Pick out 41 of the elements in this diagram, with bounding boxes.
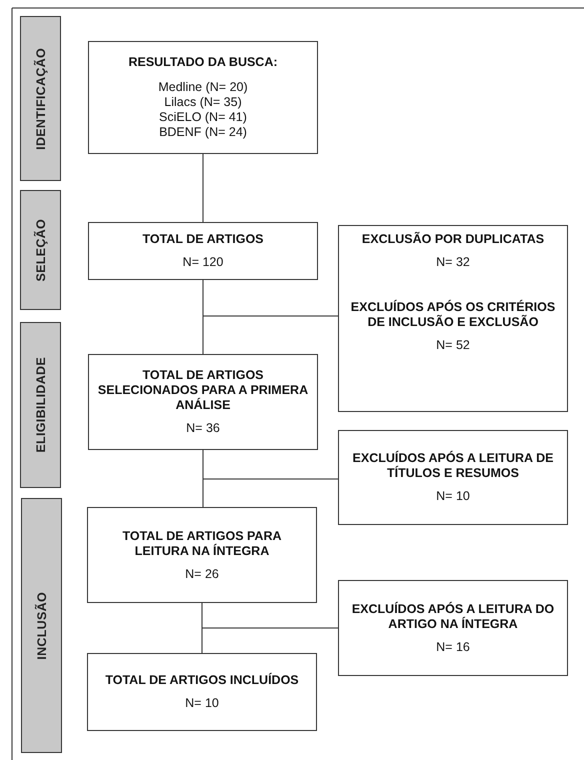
count-text: N= 52: [436, 338, 470, 353]
box-heading: TOTAL DE ARTIGOS INCLUÍDOS: [105, 673, 299, 688]
count-text: N= 10: [436, 489, 470, 504]
count-text: N= 16: [436, 640, 470, 654]
phase-label: SELEÇÃO: [34, 218, 48, 282]
box-heading: TOTAL DE ARTIGOS: [142, 232, 264, 247]
count-text: N= 36: [186, 421, 220, 436]
process-box: [87, 507, 317, 603]
process-box: [338, 430, 568, 525]
connector-line: [202, 154, 204, 222]
count-text: N= 120: [182, 255, 224, 270]
process-box: [88, 222, 318, 280]
database-count: BDENF (N= 24): [159, 125, 247, 140]
process-box: [338, 225, 568, 412]
process-box: [87, 653, 317, 731]
count-text: N= 10: [185, 696, 219, 711]
database-count: SciELO (N= 41): [159, 110, 247, 125]
box-heading: EXCLUÍDOS APÓS A LEITURA DE TÍTULOS E RESUMOS: [352, 451, 554, 481]
process-box: [88, 354, 318, 450]
database-count: Medline (N= 20): [158, 80, 248, 95]
box-heading: TOTAL DE ARTIGOS PARA LEITURA NA ÍNTEGRA: [121, 528, 283, 558]
phase-band: [20, 322, 61, 488]
phase-band: [21, 498, 62, 753]
connector-line: [202, 450, 338, 480]
count-text: N= 32: [436, 255, 470, 270]
phase-label: IDENTIFICAÇÃO: [34, 48, 48, 150]
phase-band: [20, 190, 61, 310]
box-heading: EXCLUSÃO POR DUPLICATAS: [362, 232, 544, 247]
box-heading: TOTAL DE ARTIGOS SELECIONADOS PARA A PRIMERA ANÁLISE: [97, 368, 309, 413]
process-box: [88, 41, 318, 154]
process-box: [338, 580, 568, 676]
connector-line: [202, 602, 338, 628]
connector-line: [202, 280, 338, 316]
phase-label: INCLUSÃO: [34, 592, 48, 660]
database-count: Lilacs (N= 35): [164, 95, 242, 110]
box-heading: EXCLUÍDOS APÓS OS CRITÉRIOS DE INCLUSÃO E EXCLUSÃO: [350, 300, 556, 330]
count-text: N= 26: [185, 566, 219, 582]
phase-band: [20, 16, 61, 181]
phase-label: ELIGIBILIDADE: [34, 357, 48, 453]
box-heading: RESULTADO DA BUSCA:: [128, 55, 278, 70]
box-heading: EXCLUÍDOS APÓS A LEITURA DO ARTIGO NA ÍNTEGRA: [350, 602, 556, 632]
